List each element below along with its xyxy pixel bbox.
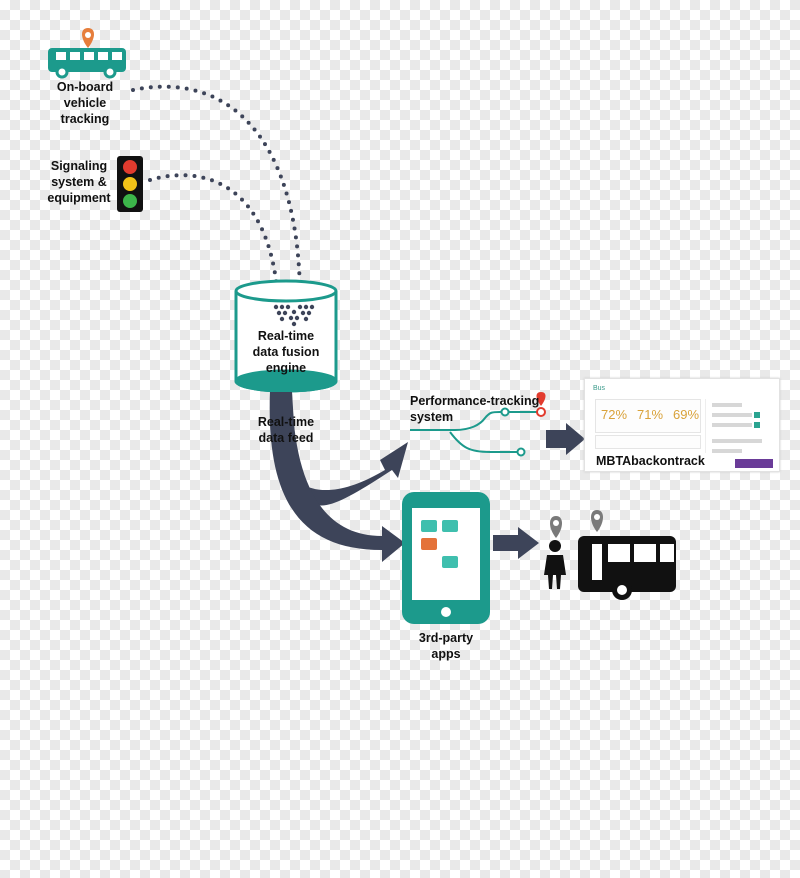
- onboard-dotted-connector: [131, 84, 302, 302]
- arrow-to-performance: [269, 392, 408, 506]
- dashboard-button: [735, 459, 773, 468]
- onboard-label-line: tracking: [60, 112, 110, 126]
- dashboard-percent: 72%: [601, 407, 628, 422]
- route-line-graphic: [410, 407, 545, 457]
- signaling-label-line: Signaling: [50, 159, 108, 173]
- apps-label: 3rd-party apps: [402, 630, 490, 662]
- database-cylinder-icon: [234, 279, 338, 393]
- route-stop-marker: [536, 407, 546, 417]
- data-feed-arrows: [269, 392, 408, 562]
- onboard-label: On-board vehicle tracking: [44, 79, 126, 127]
- dashboard-percent: 71%: [637, 407, 664, 422]
- bus-icon: [48, 48, 126, 79]
- person-icon: [544, 540, 566, 589]
- signaling-label-line: equipment: [47, 191, 111, 205]
- smartphone-icon: [402, 492, 490, 624]
- dashboard-sidebar: [705, 399, 768, 459]
- apps-label-line: 3rd-party: [418, 631, 474, 645]
- location-pin-icon: [82, 28, 94, 48]
- arrow-to-rider: [493, 527, 539, 559]
- arrow-to-dashboard: [546, 423, 585, 455]
- location-pin-icon: [591, 510, 603, 532]
- performance-label-line: system: [410, 410, 454, 424]
- signaling-label: Signaling system & equipment: [40, 158, 118, 206]
- onboard-label-line: vehicle: [63, 96, 107, 110]
- dashboard-percent: 69%: [673, 407, 700, 422]
- onboard-label-line: On-board: [56, 80, 114, 94]
- apps-label-line: apps: [431, 647, 461, 661]
- performance-label-line: Performance-tracking: [410, 394, 540, 408]
- performance-label: Performance-tracking system: [410, 393, 539, 425]
- engine-label-line: engine: [265, 361, 307, 375]
- location-pin-icon: [550, 516, 562, 538]
- arrow-to-apps: [269, 392, 405, 562]
- mbta-label: MBTAbackontrack: [594, 453, 707, 469]
- dashboard-card: [595, 435, 701, 449]
- signaling-label-line: system &: [51, 175, 107, 189]
- location-pin-icon: [536, 392, 546, 406]
- engine-label-line: data fusion: [252, 345, 320, 359]
- feed-label-line: Real-time: [257, 415, 315, 429]
- dashboard-brand: Bus: [593, 385, 606, 392]
- engine-label-line: Real-time: [257, 329, 315, 343]
- feed-label: Real-time data feed: [245, 414, 327, 446]
- traffic-light-icon: [117, 156, 143, 212]
- signaling-dotted-connector: [148, 173, 280, 302]
- dashboard-card: [595, 399, 701, 433]
- engine-label: Real-time data fusion engine: [240, 328, 332, 376]
- feed-label-line: data feed: [258, 431, 314, 445]
- bus-side-icon: [578, 536, 676, 600]
